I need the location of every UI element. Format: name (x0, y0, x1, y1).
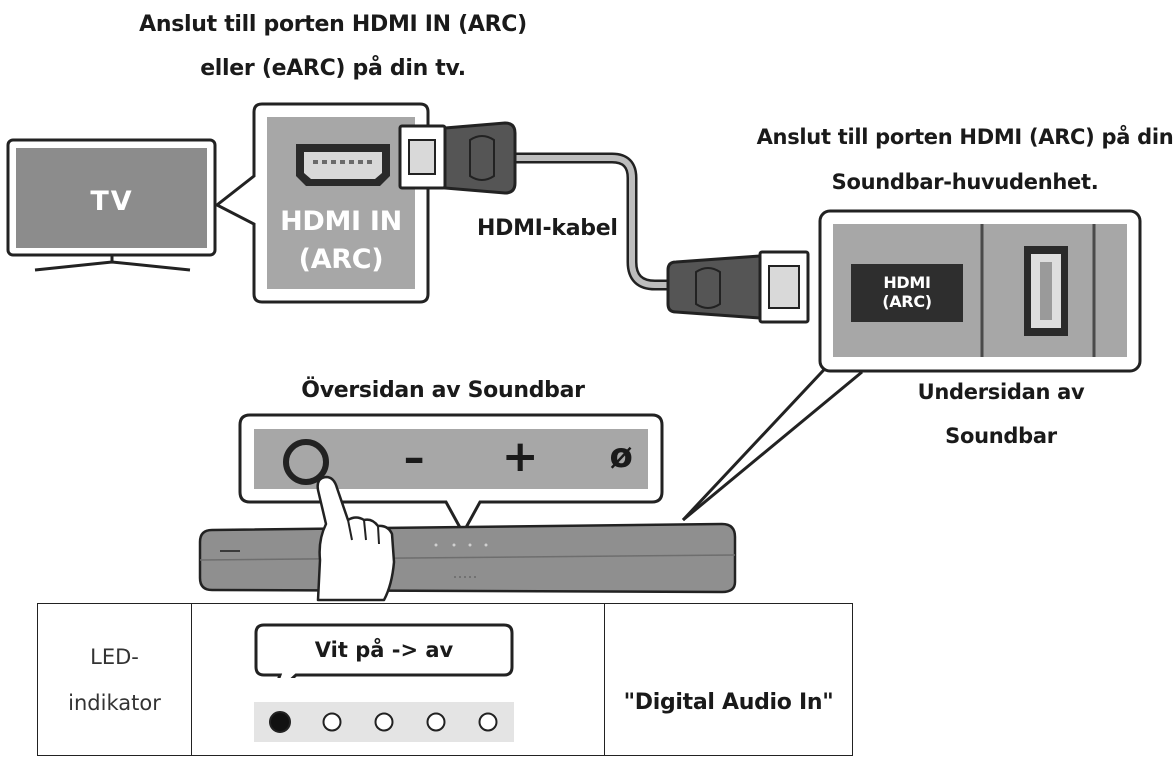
bottom-side-label-line2: Soundbar (945, 424, 1057, 448)
top-side-label: Översidan av Soundbar (301, 378, 585, 403)
tv-port-instruction-line2: eller (eARC) på din tv. (200, 56, 466, 81)
soundbar-body (198, 522, 737, 594)
power-button[interactable]: O (283, 439, 329, 485)
tv-port-instruction-line1: Anslut till porten HDMI IN (ARC) (139, 12, 527, 37)
led-dot-off (478, 712, 498, 732)
led-dot-off (374, 712, 394, 732)
led-bubble (254, 623, 514, 678)
soundbar-port-callout (681, 209, 1142, 522)
led-indicator-label: LED- indikator (68, 644, 161, 715)
hdmi-cable (398, 121, 810, 324)
led-state-cell: Vit på -> av (191, 604, 604, 755)
led-dot-on (269, 711, 291, 733)
led-dot-off (322, 712, 342, 732)
volume-up-button[interactable]: + (501, 431, 539, 482)
tv-side-plug (398, 121, 517, 195)
soundbar-side-plug (666, 250, 810, 324)
soundbar-port-instruction-line1: Anslut till porten HDMI (ARC) på din (756, 125, 1174, 149)
led-dots (269, 711, 498, 733)
tv-port-callout (214, 102, 430, 304)
soundbar-port-label-line2: (ARC) (882, 292, 932, 311)
tv-port-label-line2: (ARC) (298, 244, 384, 275)
soundbar-port-instruction-line2: Soundbar-huvudenhet. (831, 170, 1099, 194)
tv-hdmi-port-icon (296, 144, 390, 186)
cable-label: HDMI-kabel (477, 216, 618, 241)
led-strip (254, 702, 514, 742)
led-label-cell: LED- indikator (38, 604, 191, 755)
hand-pointer-icon (316, 475, 396, 602)
tv-illustration (6, 138, 217, 272)
status-cell: "Digital Audio In" (604, 604, 852, 755)
led-dot-off (426, 712, 446, 732)
soundbar-hdmi-port-icon (1024, 246, 1068, 336)
volume-down-button[interactable]: – (403, 433, 425, 482)
tv-label: TV (90, 186, 134, 217)
status-text: "Digital Audio In" (623, 690, 834, 715)
led-bubble-text: Vit på -> av (314, 638, 454, 662)
bottom-side-label-line1: Undersidan av (917, 380, 1085, 404)
led-indicator-table: LED- indikator Vit på -> av "Digital Aud… (37, 603, 853, 756)
mic-mute-button[interactable]: ø (609, 436, 633, 476)
tv-port-label-line1: HDMI IN (280, 206, 402, 237)
soundbar-port-label-line1: HDMI (883, 273, 931, 292)
